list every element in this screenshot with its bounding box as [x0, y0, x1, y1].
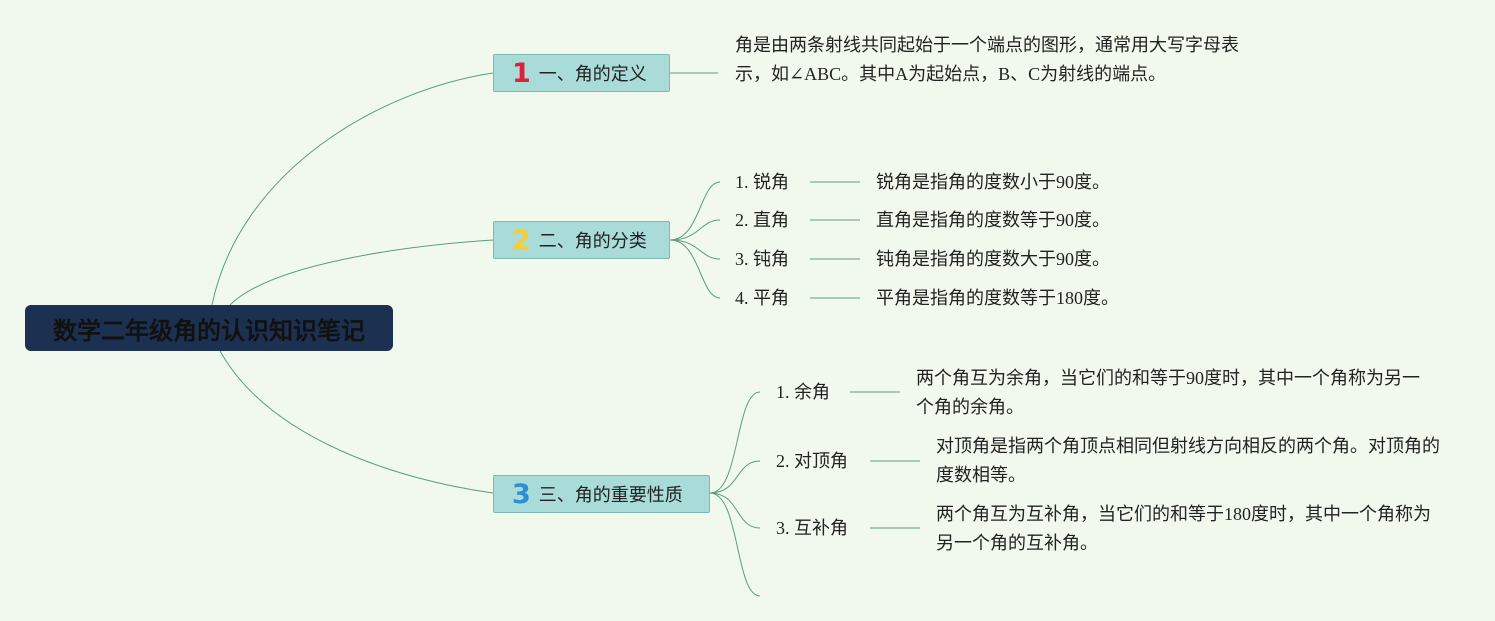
- subtopic-right-angle[interactable]: 2. 直角: [735, 210, 789, 230]
- complementary-angle-detail: 两个角互为余角，当它们的和等于90度时，其中一个角称为另一个角的余角。: [916, 368, 1420, 417]
- branch-definition[interactable]: 1 一、角的定义: [493, 54, 670, 92]
- supplementary-angle-detail: 两个角互为互补角，当它们的和等于180度时，其中一个角称为另一个角的互补角。: [936, 504, 1431, 553]
- subtopic-vertical-angle[interactable]: 2. 对顶角: [776, 451, 848, 471]
- connector-branch-3-child-1: [709, 391, 761, 494]
- subtopic-complementary-angle[interactable]: 1. 余角: [776, 382, 830, 402]
- subtopic-acute-angle[interactable]: 1. 锐角: [735, 172, 789, 192]
- branch-properties[interactable]: 3 三、角的重要性质: [493, 475, 710, 513]
- subtopic-obtuse-angle[interactable]: 3. 钝角: [735, 249, 789, 269]
- connector-branch-2-child-2: [669, 219, 721, 241]
- number-two-icon: 2: [512, 224, 531, 256]
- definition-text: 角是由两条射线共同起始于一个端点的图形，通常用大写字母表示，如∠ABC。其中A为…: [735, 35, 1239, 84]
- connector-branch-2-child-3: [669, 239, 721, 260]
- connector-branch-2-child-4: [669, 239, 721, 299]
- connector-root-branch-3: [219, 350, 494, 494]
- connector-root-branch-2: [229, 239, 494, 306]
- branch-label: 二、角的分类: [538, 231, 647, 252]
- vertical-angle-detail: 对顶角是指两个角顶点相同但射线方向相反的两个角。对顶角的度数相等。: [936, 436, 1440, 485]
- root-title: 数学二年级角的认识知识笔记: [53, 316, 365, 345]
- branch-label: 三、角的重要性质: [538, 485, 683, 506]
- connector-branch-2-child-1: [669, 181, 721, 241]
- branch-classification[interactable]: 2 二、角的分类: [493, 221, 670, 259]
- subtopic-straight-angle[interactable]: 4. 平角: [735, 288, 789, 308]
- root-topic[interactable]: 数学二年级角的认识知识笔记: [25, 305, 393, 351]
- right-angle-detail: 直角是指角的度数等于90度。: [876, 210, 1110, 230]
- connector-branch-3-child-3: [709, 492, 761, 529]
- straight-angle-detail: 平角是指角的度数等于180度。: [876, 288, 1119, 308]
- connector-branch-3-child-2: [709, 460, 761, 494]
- acute-angle-detail: 锐角是指角的度数小于90度。: [876, 172, 1110, 192]
- number-one-icon: 1: [512, 57, 531, 89]
- obtuse-angle-detail: 钝角是指角的度数大于90度。: [876, 249, 1110, 269]
- connector-root-branch-1: [211, 72, 494, 306]
- number-three-icon: 3: [512, 478, 531, 510]
- branch-label: 一、角的定义: [538, 64, 647, 85]
- connector-branch-3-child-4: [709, 492, 761, 597]
- subtopic-supplementary-angle[interactable]: 3. 互补角: [776, 518, 848, 538]
